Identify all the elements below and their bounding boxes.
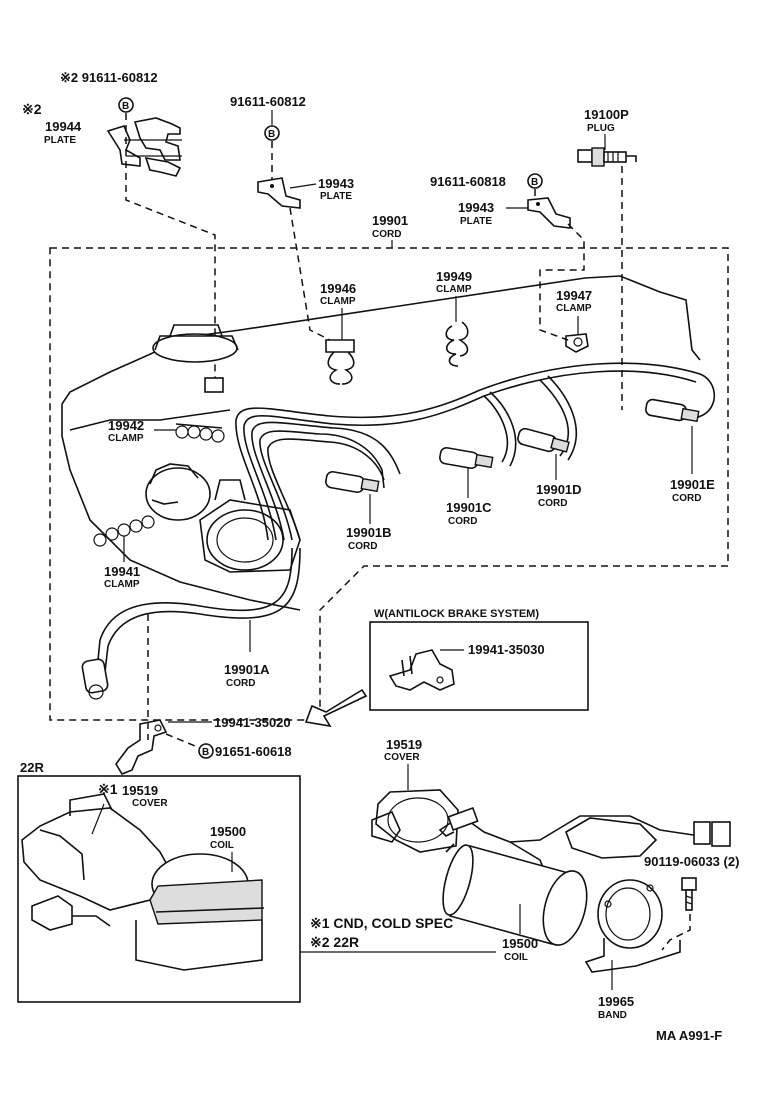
- clamp-35020-part: [115, 719, 168, 775]
- leader-cover-22r: [91, 803, 105, 835]
- wiring-harness-part: [438, 806, 731, 889]
- label-cord-d-pn: 19901D: [536, 482, 582, 497]
- leader-bolt-bottom: [165, 733, 201, 749]
- label-cord-a-name: CORD: [226, 678, 255, 689]
- abs-clamp-part: [388, 649, 455, 691]
- abs-arrow: [304, 688, 368, 728]
- label-plate-19943b-pn: 19943: [458, 200, 494, 215]
- note-1: ※1 CND, COLD SPEC: [310, 915, 453, 931]
- label-plug-pn: 19100P: [584, 107, 629, 122]
- cord-bundle: [235, 362, 716, 541]
- label-clamp-19949-name: CLAMP: [436, 284, 472, 295]
- label-plate-19944-name: PLATE: [44, 135, 76, 146]
- label-abs-clamp-pn: 19941-35030: [468, 642, 545, 657]
- label-clamp-35020-pn: 19941-35020: [214, 715, 291, 730]
- bolt-b-symbol-1: B: [118, 97, 134, 113]
- clamp-19947-part: [565, 333, 589, 353]
- note-2: ※2 22R: [310, 934, 359, 950]
- clamp-19942-part: [175, 423, 225, 443]
- label-coil-22r-pn: 19500: [210, 824, 246, 839]
- label-plate-19944-mark: ※2: [22, 101, 42, 117]
- bolt-symbol-text: B: [531, 177, 538, 188]
- label-abs-title: W(ANTILOCK BRAKE SYSTEM): [374, 608, 539, 620]
- label-clamp-19941-pn: 19941: [104, 564, 140, 579]
- label-cord-b-pn: 19901B: [346, 525, 392, 540]
- label-cord-e-name: CORD: [672, 493, 701, 504]
- label-bolt-19944-note: ※2 91611-60812: [60, 70, 158, 85]
- plate-19943b-part: [527, 197, 571, 229]
- clamp-19949-part: [445, 321, 469, 367]
- label-clamp-19947-pn: 19947: [556, 288, 592, 303]
- plate-19943a-part: [257, 177, 301, 209]
- label-cord-d-name: CORD: [538, 498, 567, 509]
- cord-19901a: [81, 547, 301, 700]
- label-plug-name: PLUG: [587, 123, 615, 134]
- label-band-pn: 19965: [598, 994, 634, 1009]
- cover-19519-part: [371, 789, 459, 853]
- label-cord-main-pn: 19901: [372, 213, 408, 228]
- bolt-symbol-text: B: [202, 747, 209, 758]
- label-plate-19943b-name: PLATE: [460, 216, 492, 227]
- cord-end-19901e: [645, 398, 700, 423]
- label-clamp-19946-pn: 19946: [320, 281, 356, 296]
- leader-19944: [125, 113, 216, 380]
- label-cover-22r-mark: ※1: [98, 781, 118, 797]
- clamp-19946-part: [325, 339, 355, 385]
- label-clamp-19946-name: CLAMP: [320, 296, 356, 307]
- label-band-name: BAND: [598, 1010, 627, 1021]
- label-screw-pn: 90119-06033 (2): [644, 854, 739, 869]
- label-bolt-right: 91611-60818: [430, 174, 506, 189]
- cord-end-19901d: [517, 427, 570, 453]
- label-cover-22r-name: COVER: [132, 798, 168, 809]
- bolt-symbol-text: B: [268, 129, 275, 140]
- label-clamp-19947-name: CLAMP: [556, 303, 592, 314]
- spark-plug-part: [577, 147, 637, 167]
- cord-end-19901c: [439, 446, 494, 470]
- bolt-b-symbol-2: B: [264, 125, 280, 141]
- abs-detail-box: [369, 621, 589, 711]
- coil-19500-part: [442, 843, 588, 946]
- label-cord-main-name: CORD: [372, 229, 401, 240]
- label-coil-right-pn: 19500: [502, 936, 538, 951]
- label-22r-title: 22R: [20, 760, 44, 775]
- clamp-19941-part: [93, 515, 155, 547]
- label-clamp-19942-pn: 19942: [108, 418, 144, 433]
- label-coil-22r-name: COIL: [210, 840, 234, 851]
- leader-screw: [661, 914, 691, 951]
- bolt-symbol-text: B: [122, 101, 129, 112]
- label-ref-code: MA A991-F: [656, 1028, 722, 1043]
- plate-19944-part: [106, 117, 182, 177]
- label-plate-19943a-name: PLATE: [320, 191, 352, 202]
- label-bolt-top: 91611-60812: [230, 94, 306, 109]
- band-19965-part: [584, 879, 681, 973]
- label-clamp-19949-pn: 19949: [436, 269, 472, 284]
- bolt-b-symbol-3: B: [527, 173, 543, 189]
- label-clamp-19941-name: CLAMP: [104, 579, 140, 590]
- label-plate-19943a-pn: 19943: [318, 176, 354, 191]
- label-cord-c-name: CORD: [448, 516, 477, 527]
- label-bolt-bottom: 91651-60618: [215, 744, 292, 759]
- screw-part: [681, 877, 697, 911]
- label-cord-e-pn: 19901E: [670, 477, 715, 492]
- box-22r: [17, 775, 301, 1003]
- cord-end-19901b: [325, 470, 380, 494]
- label-cover-22r-pn: 19519: [122, 783, 158, 798]
- bolt-b-symbol-4: B: [198, 743, 214, 759]
- cord-assembly-boundary: [49, 247, 729, 721]
- distributor-part: [145, 463, 301, 573]
- coil-22r-part: [21, 793, 265, 971]
- label-cord-a-pn: 19901A: [224, 662, 270, 677]
- label-cord-c-pn: 19901C: [446, 500, 492, 515]
- label-clamp-19942-name: CLAMP: [108, 433, 144, 444]
- label-plate-19944-pn: 19944: [45, 119, 82, 134]
- label-coil-right-name: COIL: [504, 952, 528, 963]
- leader-19943a: [289, 183, 317, 189]
- label-cover-right-name: COVER: [384, 752, 420, 763]
- label-cover-right-pn: 19519: [386, 737, 422, 752]
- leader-19943b-down: [539, 223, 585, 341]
- label-cord-b-name: CORD: [348, 541, 377, 552]
